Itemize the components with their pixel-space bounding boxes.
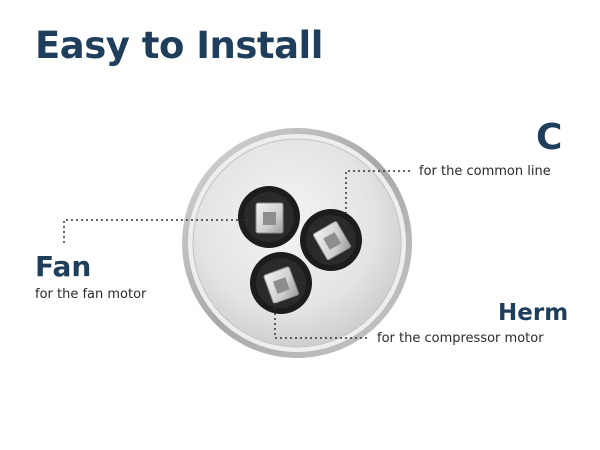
- callout-herm-label: Herm: [498, 300, 569, 326]
- callout-c-description: for the common line: [419, 164, 551, 179]
- callout-fan-description: for the fan motor: [35, 287, 147, 302]
- leader-line-herm: [274, 300, 367, 339]
- callout-c-label: C: [536, 117, 563, 158]
- callout-fan-label: Fan: [35, 250, 92, 283]
- terminal-common: [300, 209, 362, 271]
- leader-line-fan: [63, 219, 248, 243]
- capacitor-lid: [182, 128, 412, 358]
- callout-herm-description: for the compressor motor: [377, 331, 544, 346]
- leader-line-c: [345, 170, 410, 214]
- terminal-herm: [250, 252, 312, 314]
- leader-lines: [63, 170, 410, 339]
- terminal-fan: [238, 186, 300, 248]
- page-title: Easy to Install: [35, 24, 323, 67]
